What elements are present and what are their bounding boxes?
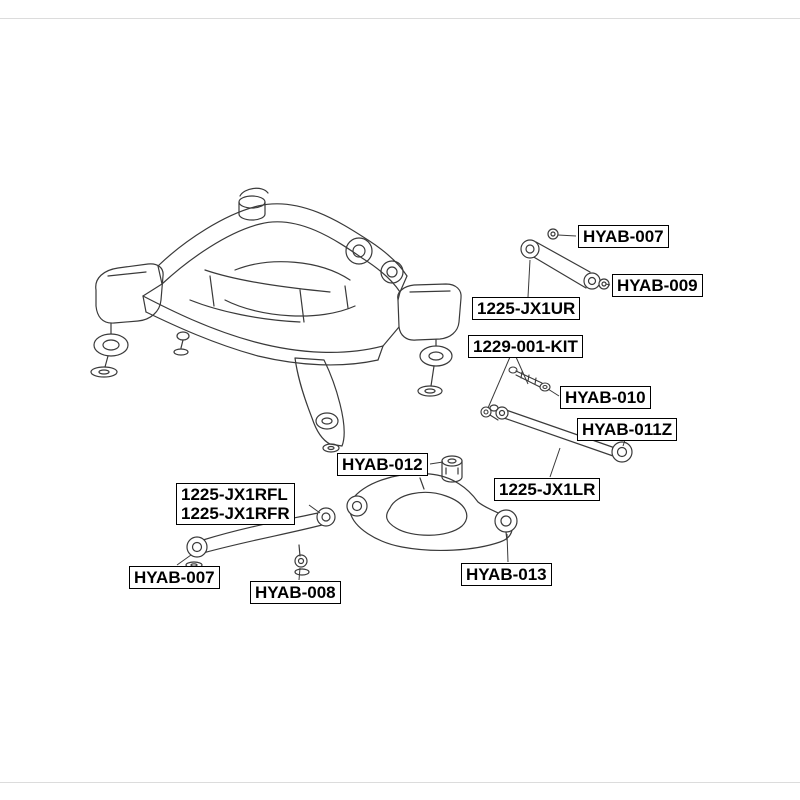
toe-link-drawing (489, 404, 633, 463)
part-label-hyab-013: HYAB-013 (461, 563, 552, 586)
kit-fasteners-drawing (480, 366, 551, 421)
image-border-bottom (0, 782, 800, 783)
part-label-hyab-011z: HYAB-011Z (577, 418, 678, 441)
part-label-hyab-010: HYAB-010 (560, 386, 651, 409)
part-label-1225-jx1lr: 1225-JX1LR (494, 478, 601, 501)
leader-lines (176, 234, 626, 581)
part-label-hyab-012: HYAB-012 (337, 453, 428, 476)
part-label-hyab-009: HYAB-009 (612, 274, 703, 297)
lower-arm-drawing (346, 455, 518, 552)
upper-arm-drawing (520, 228, 610, 290)
part-label-1225-jx1rf: 1225-JX1RFL 1225-JX1RFR (176, 483, 295, 525)
part-label-1225-jx1rfl: 1225-JX1RFL (181, 485, 288, 504)
subframe-drawing (90, 187, 462, 453)
image-border-top (0, 18, 800, 19)
part-label-1225-jx1rfr: 1225-JX1RFR (181, 504, 290, 523)
part-label-1225-jx1ur: 1225-JX1UR (472, 297, 581, 320)
part-label-1229-001-kit: 1229-001-KIT (468, 335, 583, 358)
part-label-hyab-007-lower: HYAB-007 (129, 566, 220, 589)
part-label-hyab-008: HYAB-008 (250, 581, 341, 604)
part-label-hyab-007-upper: HYAB-007 (578, 225, 669, 248)
